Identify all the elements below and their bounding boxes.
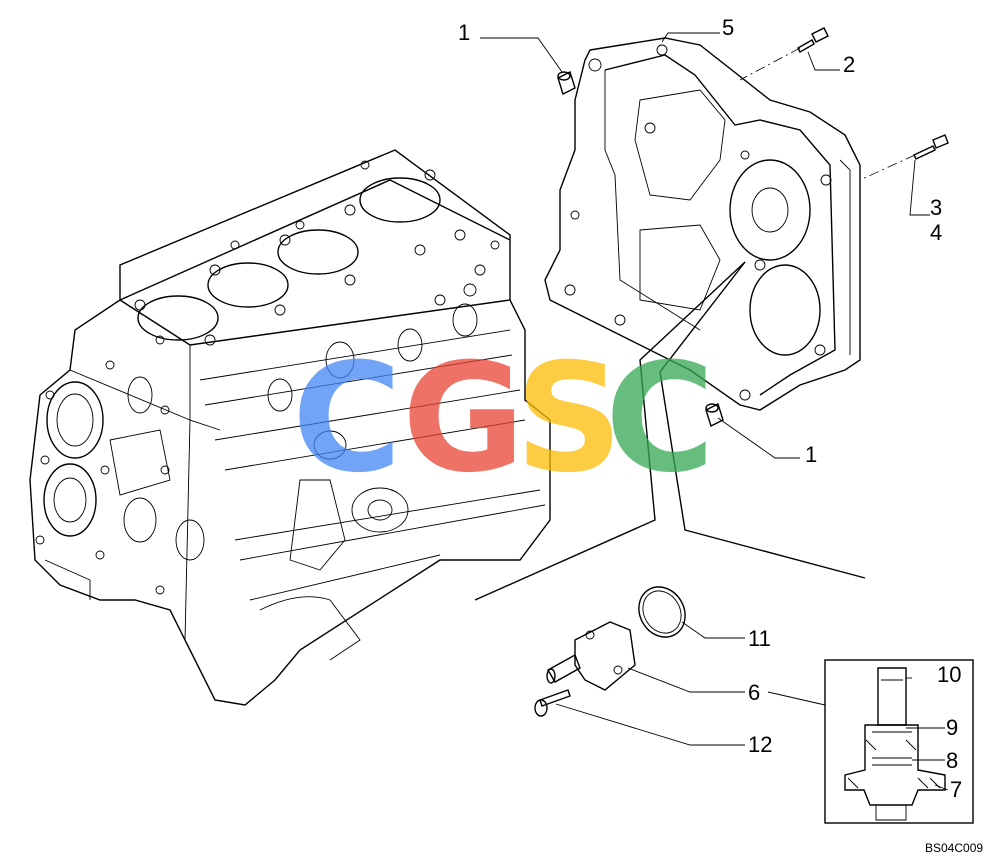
callout-11: 11 — [748, 626, 771, 651]
timing-cover-illustration — [544, 37, 916, 411]
detail-zoom-lines — [474, 261, 866, 601]
dowel-mid-illustration — [705, 403, 724, 427]
callout-1-top: 1 — [458, 20, 470, 45]
callout-1-mid: 1 — [805, 442, 817, 467]
watermark-letter-s: S — [515, 332, 623, 506]
callout-10: 10 — [937, 662, 961, 687]
bolt-12-illustration — [534, 689, 571, 717]
gasket-ring-illustration — [638, 586, 686, 638]
cgsc-watermark: C G S C — [292, 332, 715, 506]
watermark-letter-g: G — [402, 332, 525, 506]
callout-7: 7 — [950, 777, 962, 802]
callout-3: 3 — [930, 195, 942, 220]
bolt-2-illustration — [797, 27, 829, 53]
callout-2: 2 — [843, 52, 855, 77]
watermark-letter-c2: C — [605, 332, 715, 506]
leader-lines — [480, 32, 949, 791]
tensioner-illustration — [546, 621, 636, 691]
drawing-code: BS04C009 — [925, 841, 983, 855]
callout-8: 8 — [946, 748, 958, 773]
callout-12: 12 — [748, 732, 772, 757]
engine-block-illustration — [29, 149, 551, 706]
callout-5: 5 — [722, 15, 734, 40]
watermark-letter-c1: C — [292, 332, 402, 506]
callout-6: 6 — [748, 680, 760, 705]
callout-4: 4 — [930, 220, 942, 245]
bolt-3-illustration — [913, 134, 949, 160]
detail-inset — [824, 659, 974, 824]
callout-9: 9 — [946, 715, 958, 740]
dowel-top-illustration — [557, 71, 576, 95]
callout-labels: 1 5 2 3 4 1 11 10 6 9 8 12 7 — [458, 15, 962, 802]
